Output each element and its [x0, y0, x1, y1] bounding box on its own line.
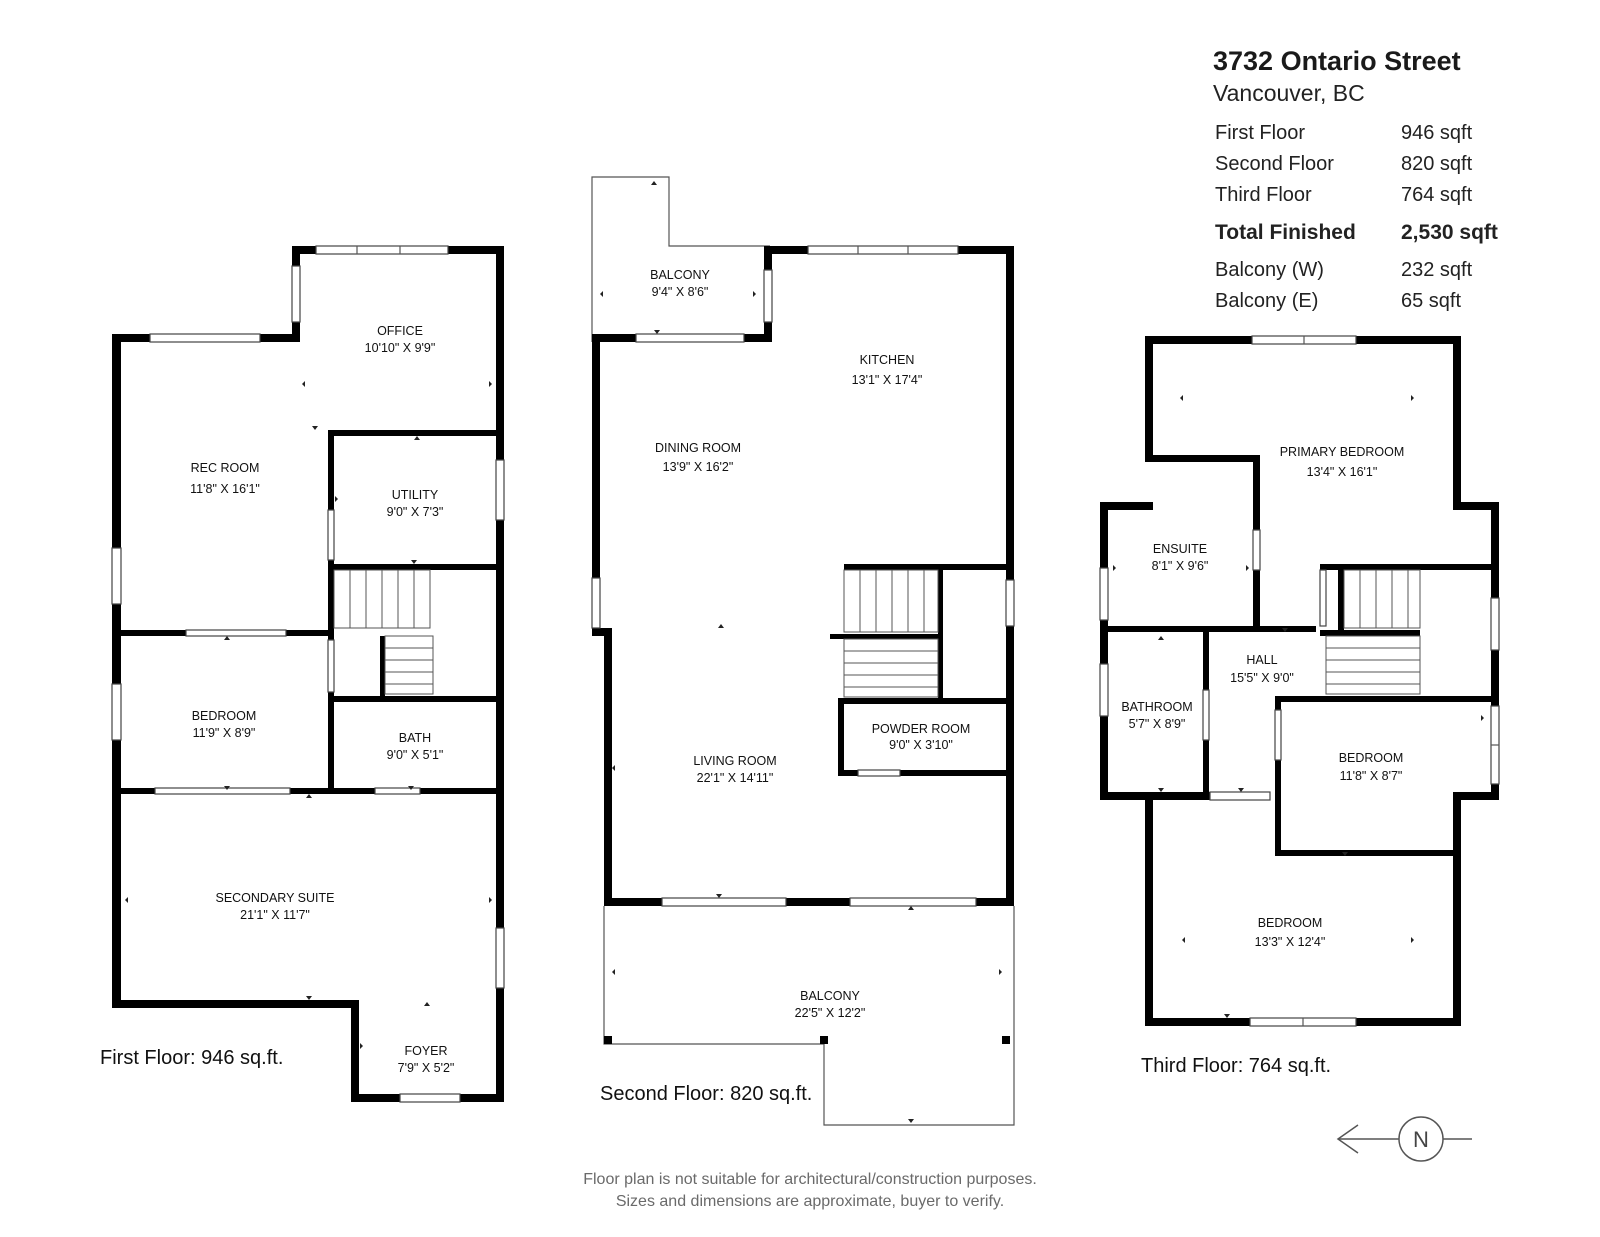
- floor-caption: Second Floor: 820 sq.ft.: [600, 1083, 812, 1105]
- total-row: Total Finished 2,530 sqft: [1213, 211, 1498, 255]
- balcony-row: Balcony (W) 232 sqft: [1213, 255, 1498, 286]
- room-label: BEDROOM: [1258, 916, 1323, 930]
- room-label: LIVING ROOM: [693, 754, 776, 768]
- area-row: Second Floor 820 sqft: [1213, 149, 1498, 180]
- floor-caption: Third Floor: 764 sq.ft.: [1141, 1055, 1331, 1077]
- room-label: KITCHEN: [860, 353, 915, 367]
- room-dimension: 5'7" X 8'9": [1129, 717, 1186, 731]
- property-summary: 3732 Ontario Street Vancouver, BC First …: [1213, 44, 1543, 317]
- balcony-value: 232 sqft: [1401, 259, 1473, 281]
- balcony-label: Balcony (W): [1215, 259, 1324, 281]
- room-dimension: 9'0" X 5'1": [387, 748, 444, 762]
- room-dimension: 21'1" X 11'7": [240, 908, 310, 922]
- area-row: Third Floor 764 sqft: [1213, 180, 1498, 211]
- disclaimer-line-1: Floor plan is not suitable for architect…: [583, 1171, 1037, 1188]
- room-label: REC ROOM: [191, 461, 260, 475]
- room-dimension: 7'9" X 5'2": [398, 1061, 455, 1075]
- stairs-icon: [1325, 569, 1421, 695]
- room-dimension: 9'0" X 3'10": [889, 738, 953, 752]
- area-value: 820 sqft: [1401, 153, 1473, 175]
- room-label: POWDER ROOM: [872, 722, 971, 736]
- room-dimension: 22'1" X 14'11": [697, 771, 774, 785]
- disclaimer-line-2: Sizes and dimensions are approximate, bu…: [616, 1193, 1004, 1210]
- room-dimension: 13'4" X 16'1": [1307, 465, 1378, 479]
- room-label: PRIMARY BEDROOM: [1280, 445, 1405, 459]
- room-label: BATHROOM: [1121, 700, 1192, 714]
- room-label: BALCONY: [650, 268, 710, 282]
- property-address: 3732 Ontario Street: [1213, 46, 1461, 76]
- door-markers: [125, 181, 1484, 1123]
- balcony-row: Balcony (E) 65 sqft: [1213, 286, 1498, 317]
- balcony-value: 65 sqft: [1401, 290, 1462, 312]
- room-dimension: 22'5" X 12'2": [795, 1006, 866, 1020]
- third-floor-plan: PRIMARY BEDROOM 13'4" X 16'1" ENSUITE 8'…: [1099, 335, 1500, 1077]
- north-arrow-icon: N: [1336, 1116, 1472, 1162]
- room-label: UTILITY: [392, 488, 439, 502]
- room-dimension: 13'1" X 17'4": [852, 373, 923, 387]
- total-label: Total Finished: [1215, 221, 1356, 244]
- room-label: SECONDARY SUITE: [215, 891, 334, 905]
- area-label: First Floor: [1215, 122, 1305, 144]
- room-dimension: 9'0" X 7'3": [387, 505, 444, 519]
- room-label: HALL: [1246, 653, 1277, 667]
- room-dimension: 15'5" X 9'0": [1230, 671, 1294, 685]
- room-label: FOYER: [404, 1044, 447, 1058]
- stairs-icon: [333, 569, 434, 695]
- area-value: 764 sqft: [1401, 184, 1473, 206]
- area-label: Second Floor: [1215, 153, 1334, 175]
- room-dimension: 13'3" X 12'4": [1255, 935, 1326, 949]
- room-label: OFFICE: [377, 324, 423, 338]
- area-value: 946 sqft: [1401, 122, 1473, 144]
- second-floor-plan: BALCONY 9'4" X 8'6" KITCHEN 13'1" X 17'4…: [591, 176, 1015, 1126]
- area-row: First Floor 946 sqft: [1213, 118, 1498, 149]
- room-dimension: 11'8" X 8'7": [1340, 769, 1403, 783]
- room-label: BEDROOM: [1339, 751, 1404, 765]
- area-label: Third Floor: [1215, 184, 1312, 206]
- room-dimension: 13'9" X 16'2": [663, 460, 734, 474]
- room-dimension: 11'9" X 8'9": [193, 726, 256, 740]
- total-value: 2,530 sqft: [1401, 221, 1498, 244]
- room-label: DINING ROOM: [655, 441, 741, 455]
- first-floor-plan: OFFICE 10'10" X 9'9" REC ROOM 11'8" X 16…: [100, 245, 505, 1103]
- room-label: BALCONY: [800, 989, 860, 1003]
- area-table: First Floor 946 sqft Second Floor 820 sq…: [1213, 118, 1498, 317]
- balcony-label: Balcony (E): [1215, 290, 1319, 312]
- room-dimension: 11'8" X 16'1": [190, 482, 260, 496]
- floor-caption: First Floor: 946 sq.ft.: [100, 1047, 283, 1069]
- room-dimension: 9'4" X 8'6": [652, 285, 709, 299]
- stairs-icon: [843, 569, 939, 698]
- room-label: ENSUITE: [1153, 542, 1207, 556]
- room-label: BATH: [399, 731, 431, 745]
- room-dimension: 10'10" X 9'9": [365, 341, 436, 355]
- room-dimension: 8'1" X 9'6": [1152, 559, 1209, 573]
- property-city: Vancouver, BC: [1213, 80, 1365, 106]
- compass-label: N: [1413, 1127, 1429, 1152]
- room-label: BEDROOM: [192, 709, 257, 723]
